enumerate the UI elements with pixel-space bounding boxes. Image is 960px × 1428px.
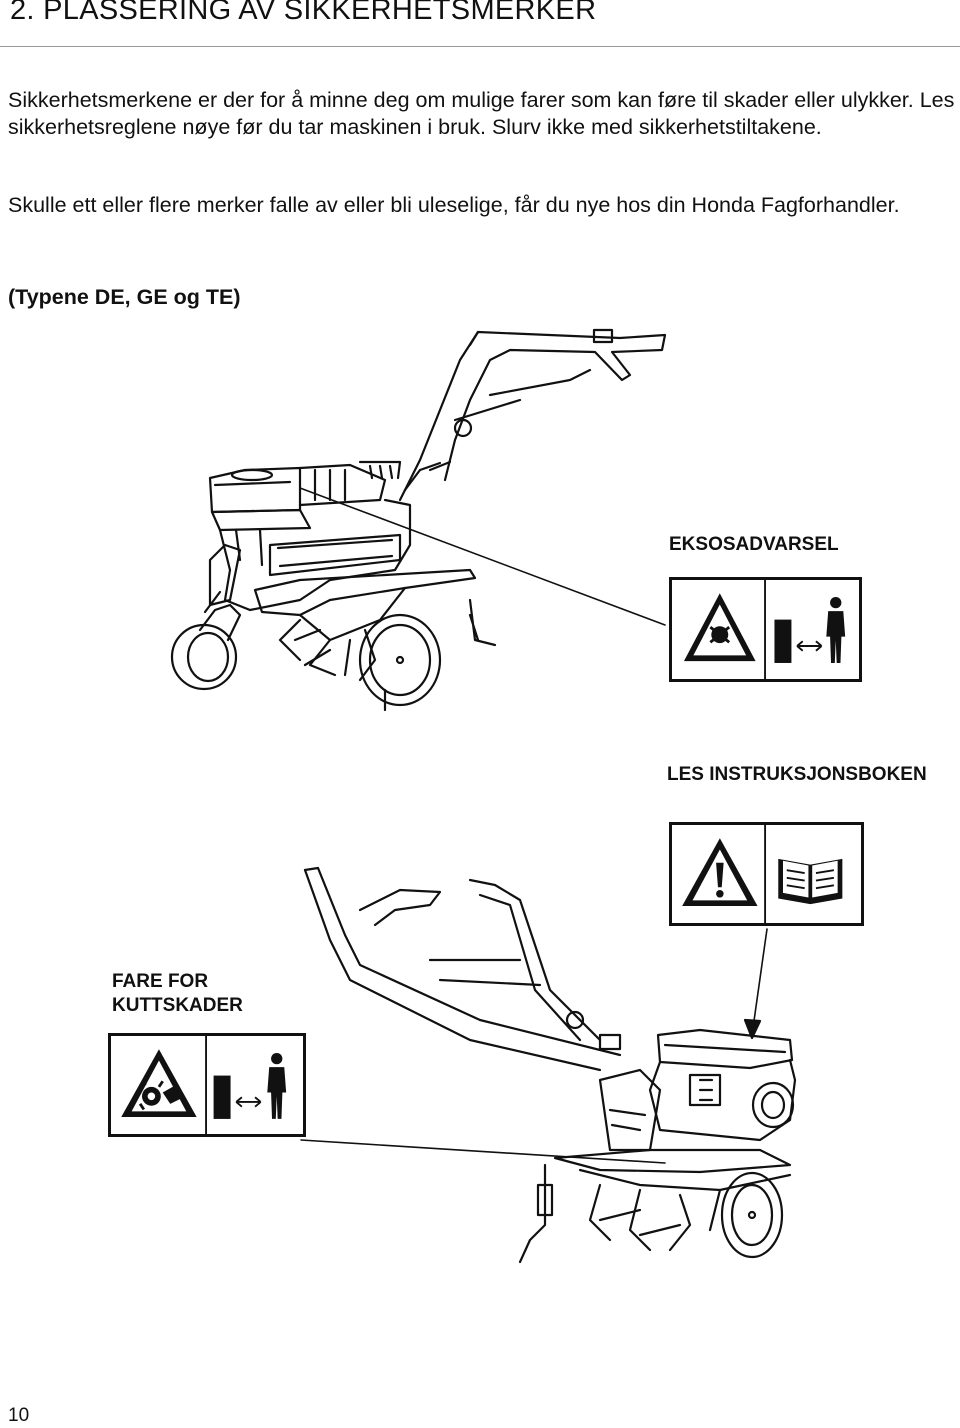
warning-triangle-rotating-tines-icon	[121, 1049, 197, 1118]
page-number: 10	[8, 1405, 30, 1426]
exhaust-warning-label: EKSOSADVARSEL	[669, 534, 839, 555]
warning-triangle-hot-exhaust-icon	[683, 593, 756, 662]
model-types-label: (Typene DE, GE og TE)	[8, 285, 241, 309]
cut-hazard-decal	[108, 1033, 306, 1137]
exhaust-decal-graphic	[683, 580, 846, 679]
keep-distance-person-icon	[774, 596, 846, 663]
cut-decal-graphic	[121, 1036, 287, 1134]
keep-distance-person-icon	[213, 1052, 287, 1119]
replacement-paragraph: Skulle ett eller flere merker falle av e…	[8, 193, 900, 217]
title-divider	[0, 46, 960, 47]
intro-paragraph: Sikkerhetsmerkene er der for å minne deg…	[8, 88, 955, 139]
read-manual-label: LES INSTRUKSJONSBOKEN	[667, 764, 927, 785]
exhaust-warning-decal	[669, 577, 862, 682]
open-book-icon	[778, 858, 843, 905]
cut-hazard-label: FARE FOR KUTTSKADER	[112, 971, 243, 1016]
read-manual-decal	[669, 822, 864, 926]
warning-triangle-exclamation-icon	[682, 838, 758, 907]
manual-decal-graphic	[682, 825, 843, 923]
section-title: 2. PLASSERING AV SIKKERHETSMERKER	[10, 0, 597, 26]
